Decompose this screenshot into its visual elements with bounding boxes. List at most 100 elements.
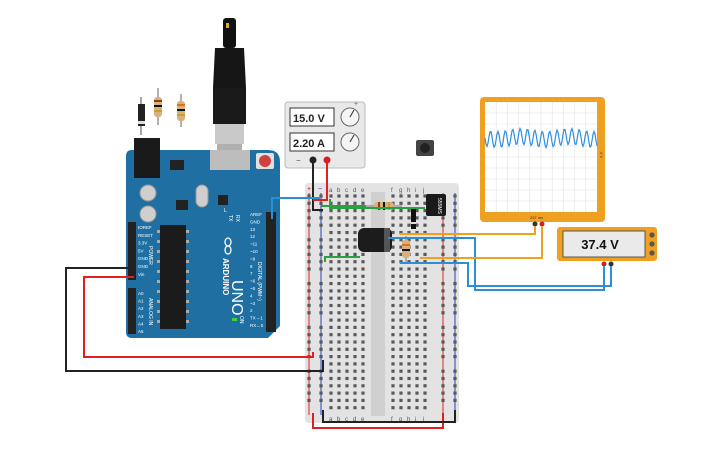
breadboard-hole[interactable] (319, 201, 323, 205)
breadboard-hole[interactable] (337, 230, 341, 235)
breadboard-hole[interactable] (337, 209, 341, 213)
arduino-uno-board[interactable]: ARDUINO UNO TX RX L ON POWER ANALOG IN D… (126, 138, 280, 338)
breadboard-hole[interactable] (353, 289, 357, 293)
breadboard-hole[interactable] (423, 391, 427, 395)
breadboard-hole[interactable] (441, 252, 445, 256)
breadboard-hole[interactable] (345, 325, 349, 329)
breadboard-hole[interactable] (391, 340, 395, 344)
breadboard-hole[interactable] (441, 267, 445, 271)
breadboard-hole[interactable] (307, 289, 311, 293)
breadboard-holes[interactable] (307, 194, 457, 410)
breadboard-hole[interactable] (353, 376, 357, 381)
breadboard-hole[interactable] (399, 289, 403, 293)
breadboard-hole[interactable] (319, 296, 323, 300)
breadboard-hole[interactable] (337, 311, 341, 315)
breadboard-hole[interactable] (353, 238, 357, 242)
breadboard-hole[interactable] (337, 384, 341, 388)
breadboard-hole[interactable] (441, 303, 445, 308)
loose-resistor-1[interactable] (154, 88, 162, 125)
breadboard-hole[interactable] (399, 230, 403, 235)
breadboard-hole[interactable] (415, 216, 419, 220)
breadboard-hole[interactable] (307, 260, 311, 264)
breadboard-hole[interactable] (423, 260, 427, 264)
wire-red-vin[interactable] (83, 276, 314, 358)
breadboard-hole[interactable] (319, 223, 323, 227)
breadboard-hole[interactable] (407, 282, 411, 286)
breadboard-hole[interactable] (329, 376, 333, 381)
breadboard-hole[interactable] (415, 384, 419, 388)
breadboard-hole[interactable] (407, 325, 411, 329)
breadboard-hole[interactable] (319, 384, 323, 388)
breadboard-hole[interactable] (353, 325, 357, 329)
breadboard-hole[interactable] (423, 252, 427, 256)
breadboard-hole[interactable] (407, 384, 411, 388)
breadboard-hole[interactable] (353, 333, 357, 337)
breadboard-hole[interactable] (307, 252, 311, 256)
breadboard-hole[interactable] (329, 340, 333, 344)
breadboard-hole[interactable] (337, 318, 341, 322)
breadboard-hole[interactable] (345, 376, 349, 381)
breadboard-hole[interactable] (423, 216, 427, 220)
breadboard-hole[interactable] (329, 355, 333, 359)
breadboard-hole[interactable] (391, 362, 395, 366)
breadboard-hole[interactable] (391, 369, 395, 373)
breadboard-hole[interactable] (399, 296, 403, 300)
breadboard-hole[interactable] (391, 223, 395, 227)
breadboard-hole[interactable] (415, 230, 419, 235)
breadboard-hole[interactable] (407, 391, 411, 395)
breadboard-hole[interactable] (441, 223, 445, 227)
breadboard-hole[interactable] (453, 238, 457, 242)
breadboard-hole[interactable] (453, 384, 457, 388)
breadboard-hole[interactable] (391, 398, 395, 402)
breadboard-hole[interactable] (353, 252, 357, 256)
breadboard-hole[interactable] (407, 194, 411, 198)
breadboard-hole[interactable] (399, 362, 403, 366)
breadboard-hole[interactable] (423, 362, 427, 366)
breadboard-hole[interactable] (353, 318, 357, 322)
breadboard-hole[interactable] (345, 209, 349, 213)
breadboard-hole[interactable] (307, 376, 311, 381)
breadboard-hole[interactable] (329, 216, 333, 220)
breadboard-hole[interactable] (329, 406, 333, 410)
breadboard-hole[interactable] (353, 194, 357, 198)
breadboard-hole[interactable] (415, 355, 419, 359)
breadboard-hole[interactable] (399, 347, 403, 351)
breadboard-hole[interactable] (337, 201, 341, 205)
breadboard-hole[interactable] (319, 391, 323, 395)
breadboard-hole[interactable] (415, 391, 419, 395)
breadboard-hole[interactable] (415, 347, 419, 351)
breadboard-hole[interactable] (329, 398, 333, 402)
breadboard-hole[interactable] (441, 282, 445, 286)
breadboard-hole[interactable] (391, 406, 395, 410)
breadboard-hole[interactable] (441, 216, 445, 220)
wire-ps-negative[interactable] (312, 160, 323, 211)
breadboard-hole[interactable] (345, 340, 349, 344)
breadboard-hole[interactable] (353, 282, 357, 286)
breadboard-hole[interactable] (453, 333, 457, 337)
breadboard-hole[interactable] (453, 369, 457, 373)
multimeter-terminal-a[interactable] (649, 232, 655, 238)
breadboard-hole[interactable] (329, 282, 333, 286)
breadboard-hole[interactable] (415, 289, 419, 293)
breadboard-hole[interactable] (423, 245, 427, 249)
wire-blue-arduino[interactable] (271, 197, 320, 219)
breadboard-hole[interactable] (307, 325, 311, 329)
breadboard-hole[interactable] (415, 194, 419, 198)
breadboard-hole[interactable] (345, 362, 349, 366)
breadboard-hole[interactable] (361, 201, 365, 205)
breadboard-hole[interactable] (345, 260, 349, 264)
breadboard-hole[interactable] (319, 289, 323, 293)
breadboard-hole[interactable] (353, 201, 357, 205)
breadboard-hole[interactable] (399, 391, 403, 395)
breadboard-hole[interactable] (423, 194, 427, 198)
breadboard-hole[interactable] (423, 398, 427, 402)
breadboard-hole[interactable] (345, 318, 349, 322)
wire-blue-meter-1[interactable] (388, 237, 605, 291)
breadboard-hole[interactable] (391, 376, 395, 381)
breadboard-hole[interactable] (407, 238, 411, 242)
breadboard-hole[interactable] (353, 398, 357, 402)
breadboard-hole[interactable] (423, 209, 427, 213)
multimeter-terminal-v[interactable] (649, 241, 655, 247)
breadboard-hole[interactable] (407, 362, 411, 366)
